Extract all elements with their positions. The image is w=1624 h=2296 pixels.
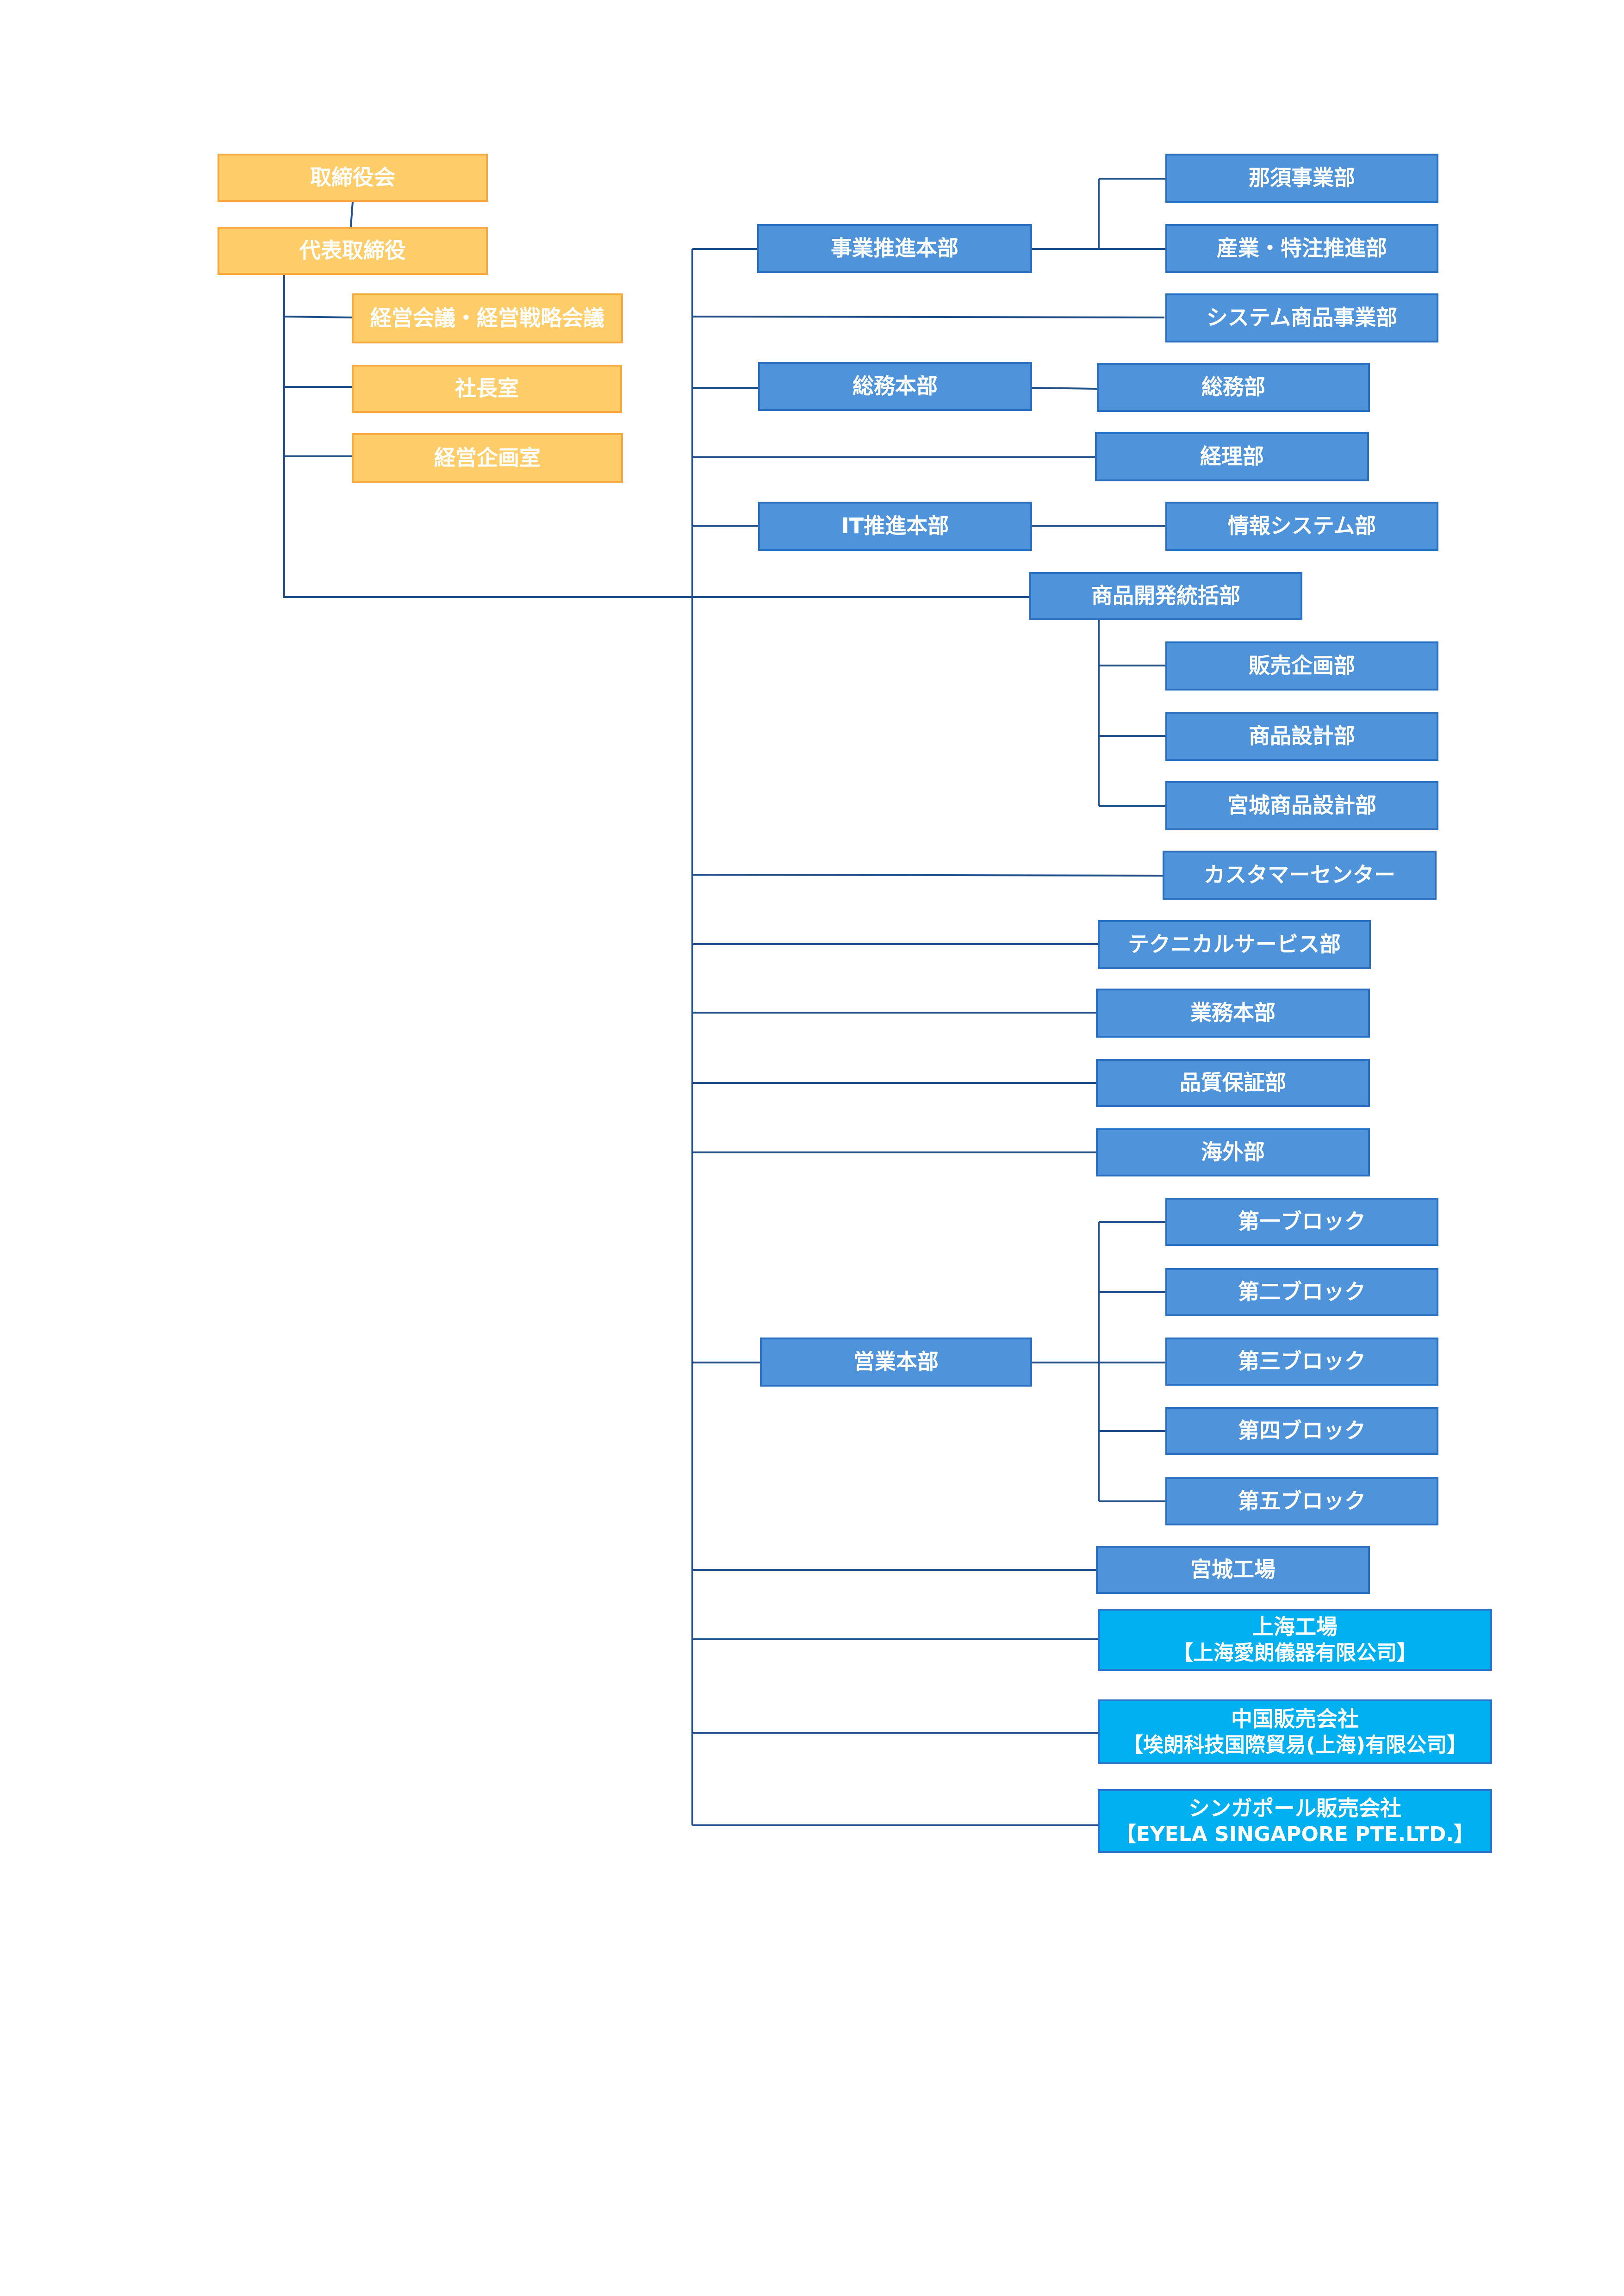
information-systems-dept-box: 情報システム部 (1165, 502, 1438, 551)
sales-planning-dept-box: 販売企画部 (1165, 641, 1438, 691)
shanghai-factory-company: 【上海愛朗儀器有限公司】 (1173, 1641, 1417, 1665)
shanghai-factory-box: 上海工場 【上海愛朗儀器有限公司】 (1098, 1609, 1492, 1671)
block-3-box: 第三ブロック (1165, 1338, 1438, 1386)
shanghai-factory-name: 上海工場 (1252, 1614, 1338, 1639)
general-affairs-dept-box: 総務部 (1097, 363, 1370, 412)
management-meeting-box: 経営会議・経営戦略会議 (352, 293, 623, 343)
technical-service-dept-box: テクニカルサービス部 (1098, 920, 1371, 969)
it-promotion-hq-box: IT推進本部 (758, 502, 1032, 551)
miyagi-factory-box: 宮城工場 (1096, 1546, 1370, 1594)
block-1-box: 第一ブロック (1165, 1198, 1438, 1246)
miyagi-product-design-dept-box: 宮城商品設計部 (1165, 781, 1438, 830)
singapore-sales-company-box: シンガポール販売会社 【EYELA SINGAPORE PTE.LTD.】 (1098, 1789, 1492, 1853)
general-affairs-hq-box: 総務本部 (758, 362, 1032, 411)
representative-director-box: 代表取締役 (218, 227, 488, 275)
singapore-sales-company-name: シンガポール販売会社 (1188, 1795, 1401, 1821)
accounting-dept-box: 経理部 (1095, 432, 1369, 481)
quality-assurance-dept-box: 品質保証部 (1096, 1059, 1370, 1107)
china-sales-company-box: 中国販売会社 【埃朗科技国際貿易(上海)有限公司】 (1098, 1699, 1492, 1764)
president-office-box: 社長室 (352, 365, 622, 413)
nasu-division-box: 那須事業部 (1165, 154, 1438, 203)
product-development-hq-box: 商品開発統括部 (1029, 572, 1302, 620)
singapore-sales-company-legal-name: 【EYELA SINGAPORE PTE.LTD.】 (1115, 1823, 1475, 1847)
overseas-dept-box: 海外部 (1096, 1128, 1370, 1176)
block-2-box: 第二ブロック (1165, 1268, 1438, 1316)
business-promotion-hq-box: 事業推進本部 (757, 224, 1032, 273)
operations-hq-box: 業務本部 (1096, 989, 1370, 1038)
china-sales-company-legal-name: 【埃朗科技国際貿易(上海)有限公司】 (1122, 1733, 1468, 1757)
customer-center-box: カスタマーセンター (1163, 851, 1437, 900)
product-design-dept-box: 商品設計部 (1165, 712, 1438, 761)
block-4-box: 第四ブロック (1165, 1407, 1438, 1455)
china-sales-company-name: 中国販売会社 (1231, 1706, 1359, 1731)
board-of-directors-box: 取締役会 (218, 154, 488, 202)
system-products-division-box: システム商品事業部 (1165, 293, 1438, 342)
block-5-box: 第五ブロック (1165, 1477, 1438, 1525)
sales-hq-box: 営業本部 (760, 1338, 1032, 1387)
industrial-special-order-box: 産業・特注推進部 (1165, 224, 1438, 273)
corporate-planning-office-box: 経営企画室 (352, 433, 623, 483)
